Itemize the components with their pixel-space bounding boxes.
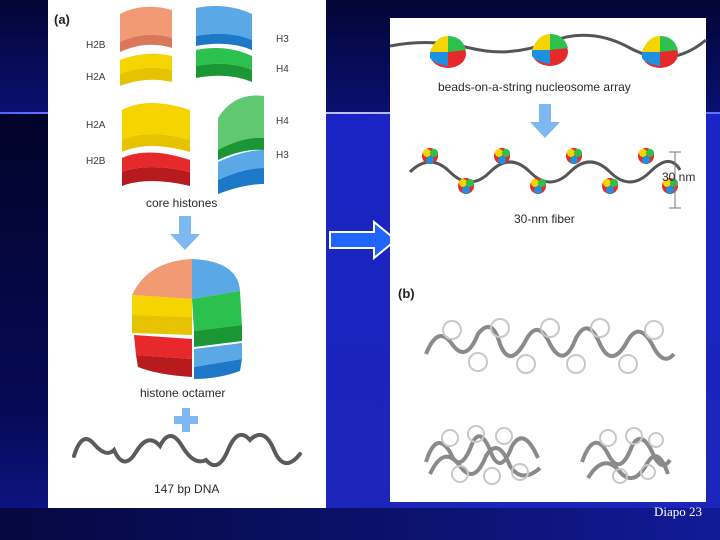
caption-thirty-nm-fiber: 30-nm fiber xyxy=(514,212,575,226)
h2a-piece-top xyxy=(120,53,172,86)
thirty-nm-fiber-illustration xyxy=(408,148,682,194)
label-h2b-top: H2B xyxy=(86,40,106,51)
panel-b-label: (b) xyxy=(398,286,415,301)
header-divider xyxy=(0,112,720,114)
right-arrow-icon xyxy=(318,219,398,261)
label-h2a-top: H2A xyxy=(86,72,106,83)
h2b-piece-top xyxy=(120,6,172,52)
zigzag-model-extended xyxy=(424,318,676,374)
label-h3-top: H3 xyxy=(276,34,289,45)
panel-chromatin-fiber: beads-on-a-string nucleosome array xyxy=(389,18,707,502)
label-h3-bottom: H3 xyxy=(276,150,289,161)
histone-octamer-illustration xyxy=(132,259,242,379)
panel-a-nucleosome-assembly: (a) xyxy=(48,0,326,508)
fiber-width-bracket xyxy=(669,151,681,209)
nucleosome-bead xyxy=(532,34,568,66)
slide-number: Diapo 23 xyxy=(653,504,702,519)
beads-on-string-illustration xyxy=(389,33,707,68)
label-h4-bottom: H4 xyxy=(276,116,289,127)
label-h2b-bottom: H2B xyxy=(86,156,106,167)
caption-dna: 147 bp DNA xyxy=(154,482,220,496)
caption-core-histones: core histones xyxy=(146,196,218,210)
caption-histone-octamer: histone octamer xyxy=(140,386,226,400)
down-arrow-icon xyxy=(170,216,200,250)
label-fiber-width: 30 nm xyxy=(662,170,696,184)
label-h2a-bottom: H2A xyxy=(86,120,106,131)
h3-piece-top xyxy=(196,6,252,50)
nucleosome-bead xyxy=(430,36,466,68)
label-h4-top: H4 xyxy=(276,64,289,75)
nucleosome-bead xyxy=(642,36,678,68)
h4-piece-top xyxy=(196,48,252,82)
zigzag-model-condensed xyxy=(580,427,672,484)
dna-strand-illustration xyxy=(72,432,302,468)
h4-h3-dimer xyxy=(218,95,264,194)
caption-beads-on-string: beads-on-a-string nucleosome array xyxy=(438,80,631,94)
zigzag-model-compact xyxy=(424,425,542,485)
panel-a-label: (a) xyxy=(54,12,70,27)
plus-icon xyxy=(174,408,198,432)
down-arrow-icon xyxy=(530,104,560,138)
core-histones-illustration xyxy=(120,6,264,194)
h2a-h2b-dimer xyxy=(122,103,190,186)
bottom-band xyxy=(0,508,720,540)
